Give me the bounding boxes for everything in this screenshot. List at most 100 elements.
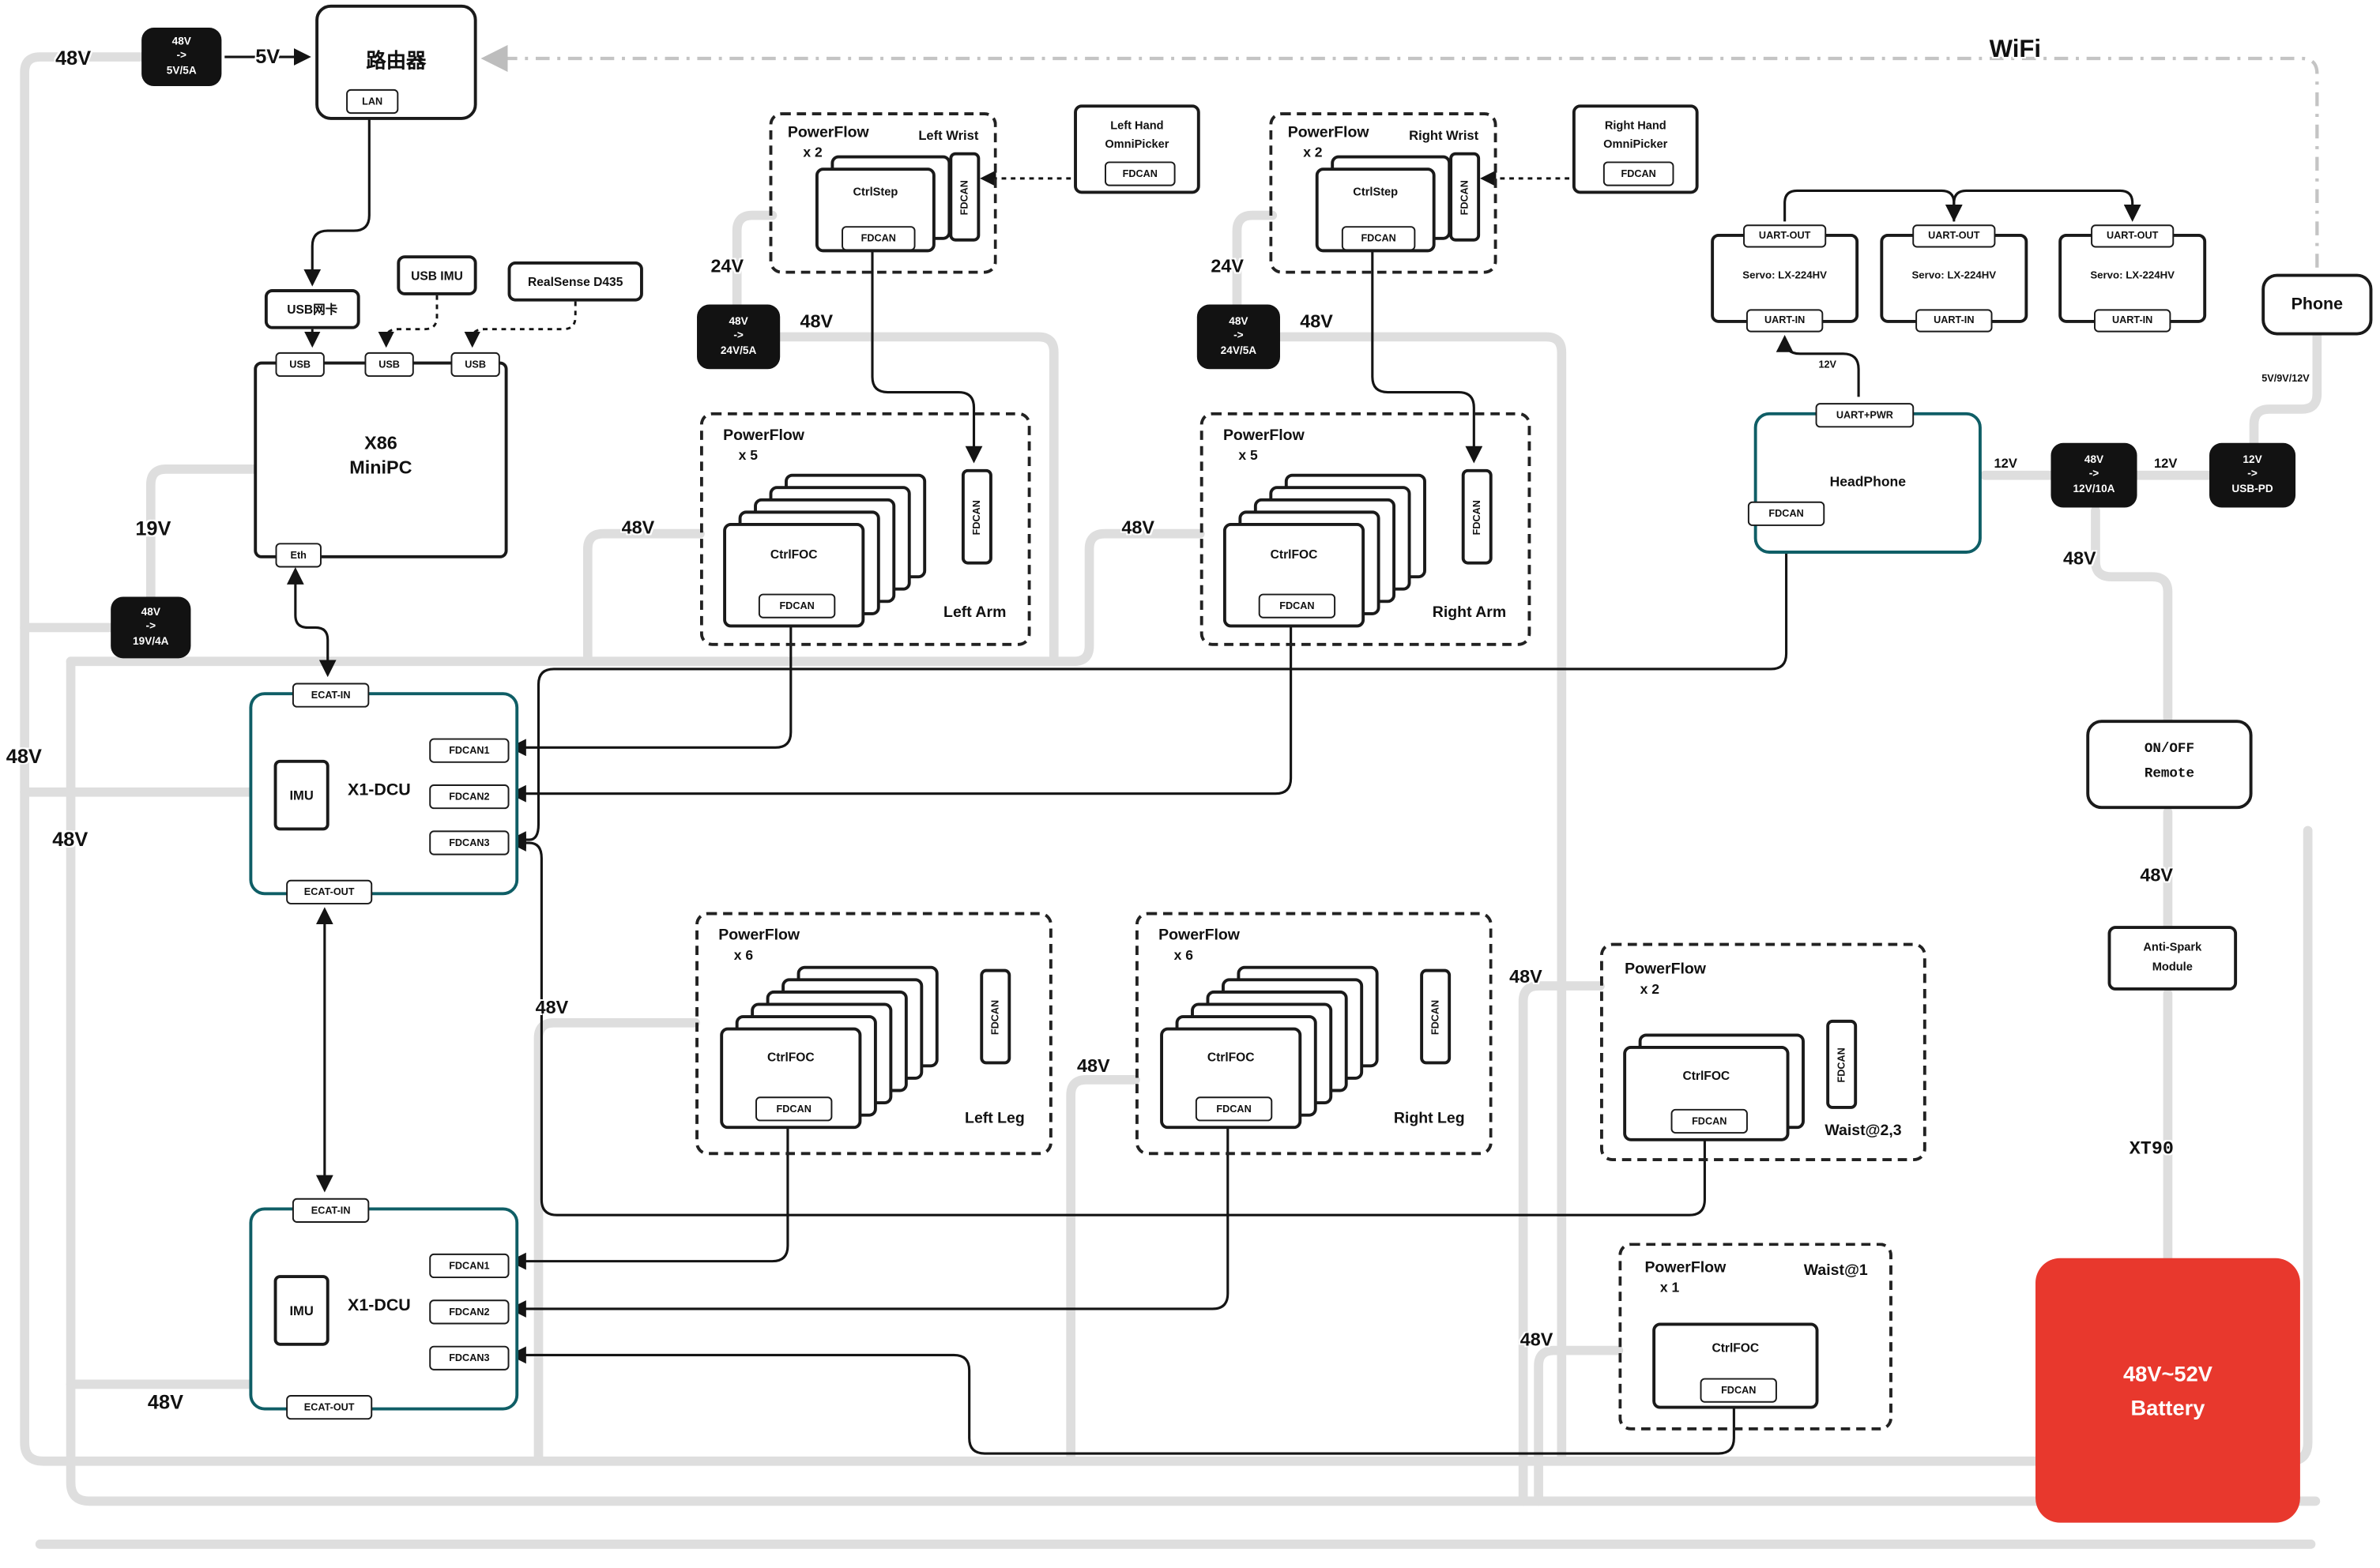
label-12v-hp: 12V — [1994, 455, 2017, 471]
usb-port-1: USB — [275, 352, 325, 378]
powerflow-count: x 2 — [1303, 145, 1323, 160]
label-48v-rw: 48V — [1300, 310, 1333, 333]
minipc-box: USB USB USB X86 MiniPC Eth — [254, 352, 508, 568]
x1-dcu-top: ECAT-IN IMU X1-DCU FDCAN1 FDCAN2 FDCAN3 … — [249, 682, 519, 904]
fdcan-port: FDCAN — [1747, 501, 1825, 526]
dcdc-48v-19v: 48V -> 19V/4A — [111, 596, 191, 659]
cluster-right-wrist: PowerFlow x 2 Right Wrist CtrlStep FDCAN… — [1269, 112, 1497, 274]
ctrl-label: CtrlFOC — [770, 547, 818, 562]
imu-module: IMU — [273, 1275, 330, 1346]
ctrlfoc-card: CtrlFOC FDCAN — [1623, 1046, 1790, 1141]
ctrlfoc-card: CtrlFOC FDCAN — [1160, 1027, 1302, 1130]
battery-line2: Battery — [2130, 1395, 2205, 1420]
fdcan-bus-label: FDCAN — [959, 179, 970, 215]
servo-box-1: UART-OUT Servo: LX-224HV UART-IN — [1711, 224, 1859, 333]
conv-line: 48V — [171, 37, 191, 49]
conv-line: 48V — [141, 607, 160, 619]
servo-name: Servo: LX-224HV — [1911, 270, 1997, 282]
uart-pwr-port: UART+PWR — [1815, 403, 1915, 428]
anti-spark-box: Anti-Spark Module — [2107, 926, 2238, 991]
fdcan-bus: FDCAN — [1449, 152, 1481, 242]
conv-line: -> — [176, 51, 186, 62]
powerflow-count: x 6 — [733, 947, 754, 963]
conv-line: -> — [145, 622, 156, 634]
fdcan-port: FDCAN — [1700, 1378, 1777, 1403]
fdcan-port: FDCAN — [1602, 161, 1674, 186]
cluster-name: Right Arm — [1432, 604, 1507, 622]
label-48v-ra: 48V — [1121, 517, 1155, 539]
antispark-line2: Module — [2152, 959, 2193, 974]
label-24v-left: 24V — [710, 255, 744, 277]
conv-line: 12V — [2243, 456, 2262, 467]
conv-line: 48V — [1229, 317, 1248, 329]
realsense-box: RealSense D435 — [507, 261, 643, 302]
powerflow-title: PowerFlow — [787, 124, 869, 142]
onoff-remote-box: ON/OFF Remote — [2086, 720, 2253, 810]
label-48v-ll: 48V — [535, 996, 569, 1018]
uart-out-port: UART-OUT — [1912, 224, 1996, 248]
uart-out-port: UART-OUT — [1743, 224, 1827, 248]
powerflow-title: PowerFlow — [1625, 961, 1706, 979]
conv-line: 12V/10A — [2073, 483, 2115, 495]
label-48v-la: 48V — [621, 517, 655, 539]
dcdc-48v-12v: 48V -> 12V/10A — [2050, 442, 2137, 508]
ctrl-label: CtrlFOC — [1712, 1341, 1760, 1356]
fdcan-port: FDCAN — [1670, 1108, 1748, 1134]
conv-line: -> — [2247, 469, 2258, 481]
label-phone-volt: 5V/9V/12V — [2261, 374, 2310, 385]
ctrlstep-card: CtrlStep FDCAN — [815, 167, 936, 253]
fdcan-port: FDCAN — [758, 593, 836, 619]
fdcan-port: FDCAN — [1195, 1096, 1273, 1122]
cluster-name: Left Wrist — [918, 127, 979, 144]
fdcan-bus: FDCAN — [1826, 1019, 1858, 1109]
usb-nic-box: USB网卡 — [264, 289, 360, 329]
battery-box: 48V~52V Battery — [2035, 1258, 2300, 1523]
hand-line2: OmniPicker — [1603, 137, 1668, 151]
dcdc-48v-24v-right: 48V -> 24V/5A — [1196, 304, 1280, 370]
label-48v-left-b: 48V — [52, 827, 88, 851]
label-48v-c12: 48V — [2063, 547, 2096, 570]
lan-port: LAN — [346, 88, 399, 115]
dcdc-12v-usbpd: 12V -> USB-PD — [2209, 442, 2296, 508]
wifi-wire — [480, 44, 2319, 268]
fdcan-bus-label: FDCAN — [1471, 499, 1483, 535]
powerflow-title: PowerFlow — [718, 927, 800, 945]
cluster-left-arm: PowerFlow x 5 Left Arm CtrlFOC FDCAN FDC… — [699, 412, 1031, 646]
conv-line: 48V — [2084, 456, 2104, 467]
label-48v-w1: 48V — [1520, 1329, 1553, 1351]
imu-module: IMU — [273, 759, 330, 831]
fdcan-bus: FDCAN — [1420, 968, 1452, 1065]
pc-title-line1: X86 — [364, 432, 397, 454]
conv-line: USB-PD — [2231, 483, 2273, 495]
phone-label: Phone — [2291, 295, 2344, 314]
router-box: 路由器 LAN — [315, 4, 477, 120]
fdcan-port: FDCAN — [755, 1096, 833, 1122]
conv-line: 5V/5A — [166, 65, 197, 77]
conv-line: 48V — [729, 317, 748, 329]
label-48v-lw: 48V — [800, 310, 834, 333]
remote-line2: Remote — [2144, 765, 2194, 782]
eth-port: Eth — [275, 543, 322, 568]
powerflow-title: PowerFlow — [723, 427, 804, 445]
ctrlfoc-card: CtrlFOC FDCAN — [723, 523, 865, 628]
pc-title-line2: MiniPC — [349, 457, 412, 479]
usb-port-2: USB — [364, 352, 414, 378]
dcdc-48v-24v-left: 48V -> 24V/5A — [697, 304, 781, 370]
cluster-left-wrist: PowerFlow x 2 Left Wrist CtrlStep FDCAN … — [769, 112, 997, 274]
servo-name: Servo: LX-224HV — [2090, 270, 2175, 282]
realsense-label: RealSense D435 — [528, 274, 623, 289]
cluster-waist1: PowerFlow x 1 Waist@1 CtrlFOC FDCAN — [1618, 1243, 1892, 1431]
fdcan-bus-label: FDCAN — [1836, 1047, 1847, 1082]
battery-line1: 48V~52V — [2122, 1361, 2212, 1386]
ctrl-label: CtrlFOC — [766, 1050, 815, 1065]
label-24v-right: 24V — [1211, 255, 1244, 277]
cluster-waist23: PowerFlow x 2 Waist@2,3 CtrlFOC FDCAN FD… — [1599, 942, 1926, 1162]
label-wifi: WiFi — [1989, 36, 2042, 63]
remote-line1: ON/OFF — [2144, 741, 2194, 757]
fdcan2-port: FDCAN2 — [429, 784, 510, 810]
headphone-title: HeadPhone — [1829, 473, 1906, 490]
powerflow-title: PowerFlow — [1222, 427, 1305, 445]
dcdc-48v-5v: 48V -> 5V/5A — [141, 28, 222, 87]
